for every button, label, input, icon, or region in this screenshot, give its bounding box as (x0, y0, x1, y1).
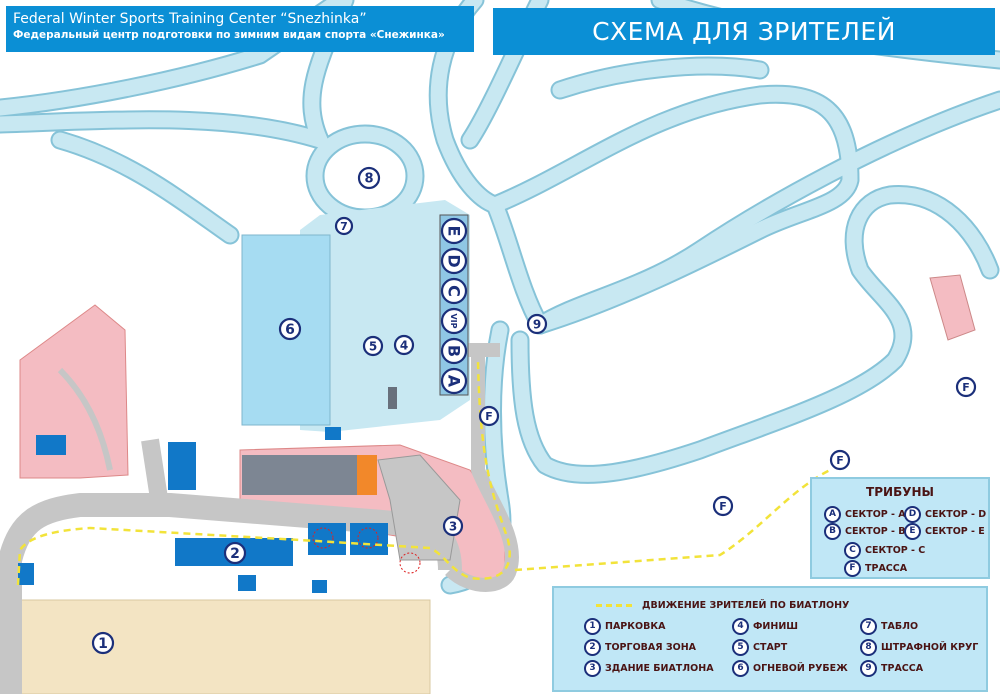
marker-m7: 7 (334, 216, 354, 236)
svg-text:6: 6 (285, 322, 295, 338)
svg-text:F: F (836, 454, 844, 467)
marker-f: F (829, 449, 851, 471)
marker-m5: 5 (362, 335, 384, 357)
sector-b-icon: B (824, 523, 841, 540)
svg-text:F: F (485, 410, 493, 423)
map-markers: 1 2 3 4 5 6 7 8 9F F F F (91, 166, 977, 655)
pavilion-2 (350, 523, 388, 555)
number-3-icon: 3 (584, 660, 601, 677)
sector-a-icon: A (824, 506, 841, 523)
svg-text:7: 7 (340, 220, 348, 233)
marker-stand-e: E (440, 217, 468, 245)
svg-text:5: 5 (369, 339, 377, 353)
marker-f: F (478, 405, 500, 427)
svg-text:E: E (444, 226, 463, 237)
svg-text:F: F (719, 500, 727, 513)
tribunes-title: ТРИБУНЫ (866, 485, 934, 499)
svg-text:4: 4 (400, 338, 408, 352)
marker-m2: 2 (223, 541, 247, 565)
stadium-area (300, 200, 470, 432)
svg-text:8: 8 (364, 172, 373, 187)
svg-text:2: 2 (230, 546, 240, 562)
title-en: Federal Winter Sports Training Center “S… (13, 11, 367, 27)
marker-f: F (712, 495, 734, 517)
svg-text:B: B (444, 345, 463, 357)
marker-m1: 1 (91, 631, 115, 655)
marker-stand-a: A (440, 367, 468, 395)
marker-stand-b: B (440, 337, 468, 365)
marker-m4: 4 (393, 334, 415, 356)
sector-d-icon: D (904, 506, 921, 523)
orange-block (357, 455, 377, 495)
svg-text:1: 1 (98, 636, 108, 652)
marker-m9: 9 (526, 313, 548, 335)
svg-text:3: 3 (449, 519, 457, 533)
number-8-icon: 8 (860, 639, 877, 656)
pavilion-1 (308, 523, 346, 555)
biathlon-building-dark (242, 455, 357, 495)
marker-f: F (955, 376, 977, 398)
marker-stand-c: C (440, 277, 468, 305)
marker-m6: 6 (278, 317, 302, 341)
marker-stand-d: D (440, 247, 468, 275)
stands-block (439, 214, 469, 396)
parking-area (17, 599, 431, 694)
svg-text:C: C (444, 285, 463, 297)
biathlon-building (377, 454, 461, 561)
number-7-icon: 7 (860, 618, 877, 635)
marker-stand-vip: VIP (440, 307, 468, 335)
svg-text:A: A (444, 375, 463, 388)
number-4-icon: 4 (732, 618, 749, 635)
scheme-title: СХЕМА ДЛЯ ЗРИТЕЛЕЙ (493, 8, 995, 55)
svg-text:VIP: VIP (449, 313, 458, 328)
number-1-icon: 1 (584, 618, 601, 635)
dashed-path-icon (596, 604, 632, 607)
svg-text:F: F (962, 381, 970, 394)
sector-c-icon: C (844, 542, 861, 559)
svg-text:9: 9 (533, 317, 541, 331)
track-f-icon: F (844, 560, 861, 577)
header-banner: Federal Winter Sports Training Center “S… (6, 6, 474, 52)
number-2-icon: 2 (584, 639, 601, 656)
number-6-icon: 6 (732, 660, 749, 677)
number-9-icon: 9 (860, 660, 877, 677)
marker-m8: 8 (357, 166, 381, 190)
title-ru: Федеральный центр подготовки по зимним в… (13, 29, 445, 41)
path-legend: ДВИЖЕНИЕ ЗРИТЕЛЕЙ ПО БИАТЛОНУ (596, 600, 849, 611)
stand-markers: E D C VIP B A (440, 217, 468, 395)
number-5-icon: 5 (732, 639, 749, 656)
svg-text:D: D (444, 254, 463, 267)
marker-m3: 3 (442, 515, 464, 537)
sector-e-icon: E (904, 523, 921, 540)
